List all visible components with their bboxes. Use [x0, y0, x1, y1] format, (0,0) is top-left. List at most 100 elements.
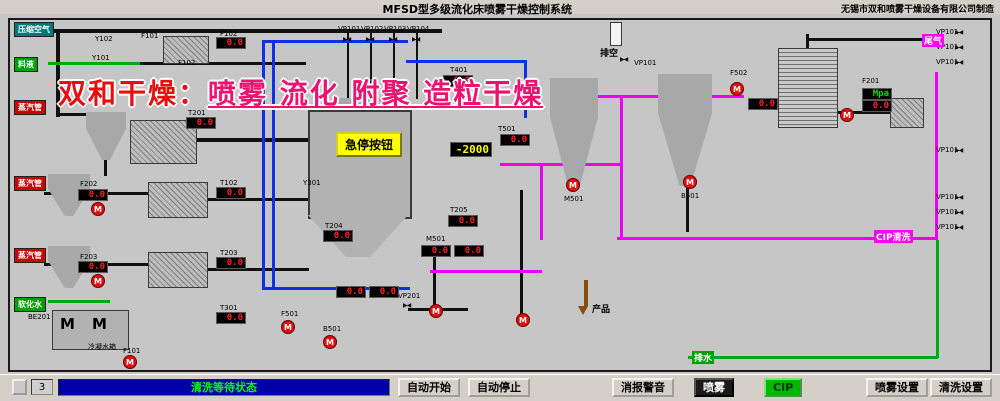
pipe [584, 280, 588, 306]
pump-icon[interactable]: M [683, 175, 697, 189]
equipment-tag: M501 [426, 235, 446, 243]
footer-bar: 3 清洗等待状态 自动开始自动停止 消报警音 喷雾 CIP 喷雾设置清洗设置 [0, 374, 1000, 401]
valve-icon[interactable]: ▶◀ [389, 36, 397, 43]
auto-start-button[interactable]: 自动开始 [398, 378, 460, 397]
mute-alarm-button[interactable]: 消报警音 [612, 378, 674, 397]
pipe-label: CIP清洗 [874, 230, 913, 243]
equipment-tag: T205 [450, 206, 468, 214]
value-display: 0.0 [216, 37, 246, 49]
product-arrow-icon [578, 306, 588, 315]
pipe [430, 270, 542, 273]
pump-icon[interactable]: M [323, 335, 337, 349]
spray-button[interactable]: 喷雾 [694, 378, 734, 397]
title-bar: MFSD型多级流化床喷雾干燥控制系统 无锡市双和喷雾干燥设备有限公司制造 [0, 0, 1000, 16]
pipe [416, 33, 418, 99]
value-display: 0.0 [443, 75, 473, 87]
equipment-tag: B501 [681, 192, 700, 200]
value-display: 0.0 [78, 189, 108, 201]
value-display: 0.0 [186, 117, 216, 129]
valve-icon[interactable]: ▶◀ [955, 59, 963, 66]
emergency-stop-button[interactable]: 急停按钮 [336, 132, 403, 157]
equipment-tag: F203 [80, 253, 98, 261]
pump-icon[interactable]: M [566, 178, 580, 192]
equipment-tag: 冷凝水箱 [88, 343, 116, 351]
watermark-brand: 双和干燥： [58, 77, 209, 110]
pipe [406, 60, 526, 63]
equipment-tag: M [60, 315, 75, 333]
watermark-text: 双和干燥：喷雾 流化 附聚 造粒干燥 [58, 72, 543, 112]
pipe [935, 72, 938, 240]
equipment-tag: F101 [123, 347, 141, 355]
drying-column [778, 48, 838, 128]
equipment-tag: VP101 [634, 59, 657, 67]
equipment-tag: VP103 [384, 25, 407, 33]
valve-icon[interactable]: ▶◀ [955, 29, 963, 36]
pipe-legend: 蒸汽管 [14, 248, 46, 263]
pipe [272, 40, 275, 290]
pipe [686, 186, 689, 232]
air-heater [130, 120, 197, 164]
pump-icon[interactable]: M [730, 82, 744, 96]
pipe [48, 300, 110, 303]
equipment-tag: T203 [220, 249, 238, 257]
equipment-tag: VP101 [936, 58, 959, 66]
equipment-tag: VP101 [936, 43, 959, 51]
valve-icon[interactable]: ▶◀ [955, 194, 963, 201]
equipment-tag: F102 [220, 30, 238, 38]
clean-settings-button[interactable]: 清洗设置 [930, 378, 992, 397]
equipment-tag: VP101 [936, 193, 959, 201]
footer-system-button[interactable] [12, 379, 27, 395]
pump-icon[interactable]: M [91, 274, 105, 288]
pipe [104, 160, 107, 176]
pipe [806, 38, 932, 41]
valve-icon[interactable]: ▶◀ [955, 147, 963, 154]
pump-icon[interactable]: M [516, 313, 530, 327]
value-display: Mpa [862, 88, 892, 100]
pipe [58, 113, 92, 116]
value-display: 0.0 [336, 286, 366, 298]
equipment-tag: VP201 [398, 292, 421, 300]
pipe [433, 257, 436, 307]
equipment-tag: VP101 [936, 223, 959, 231]
pipe [617, 237, 937, 240]
pump-icon[interactable]: M [281, 320, 295, 334]
equipment-tag: F202 [80, 180, 98, 188]
pipe [558, 95, 744, 98]
valve-icon[interactable]: ▶◀ [366, 36, 374, 43]
value-display: 0.0 [448, 215, 478, 227]
valve-icon[interactable]: ▶◀ [343, 36, 351, 43]
equipment-tag: F501 [281, 310, 299, 318]
equipment-tag: F101 [141, 32, 159, 40]
pipe [140, 62, 306, 65]
equipment-tag: Y301 [303, 179, 321, 187]
pump-icon[interactable]: M [123, 355, 137, 369]
cip-button[interactable]: CIP [764, 378, 803, 397]
page-counter: 3 [31, 379, 53, 395]
valve-icon[interactable]: ▶◀ [412, 36, 420, 43]
valve-icon[interactable]: ▶◀ [955, 209, 963, 216]
pipe [56, 33, 60, 117]
pump-icon[interactable]: M [91, 202, 105, 216]
valve-icon[interactable]: ▶◀ [955, 224, 963, 231]
valve-icon[interactable]: ▶◀ [403, 302, 411, 309]
status-bar: 清洗等待状态 [58, 379, 390, 396]
pump-icon[interactable]: M [429, 304, 443, 318]
equipment-tag: F102 [178, 59, 196, 67]
pump-icon[interactable]: M [840, 108, 854, 122]
auto-stop-button[interactable]: 自动停止 [468, 378, 530, 397]
spray-settings-button[interactable]: 喷雾设置 [866, 378, 928, 397]
equipment-tag: M [92, 315, 107, 333]
valve-icon[interactable]: ▶◀ [620, 56, 628, 63]
pipe [688, 356, 938, 359]
pipe-label: 排水 [692, 351, 715, 364]
equipment-tag: BE201 [28, 313, 51, 321]
equipment-tag: VP101 [936, 28, 959, 36]
pipe-label: 尾气 [922, 34, 945, 47]
app-title: MFSD型多级流化床喷雾干燥控制系统 [382, 3, 573, 16]
equipment-tag: Y101 [92, 54, 110, 62]
pipe-legend: 蒸汽管 [14, 176, 46, 191]
value-display: 0.0 [500, 134, 530, 146]
value-display: -2000 [450, 142, 492, 157]
valve-icon[interactable]: ▶◀ [955, 44, 963, 51]
